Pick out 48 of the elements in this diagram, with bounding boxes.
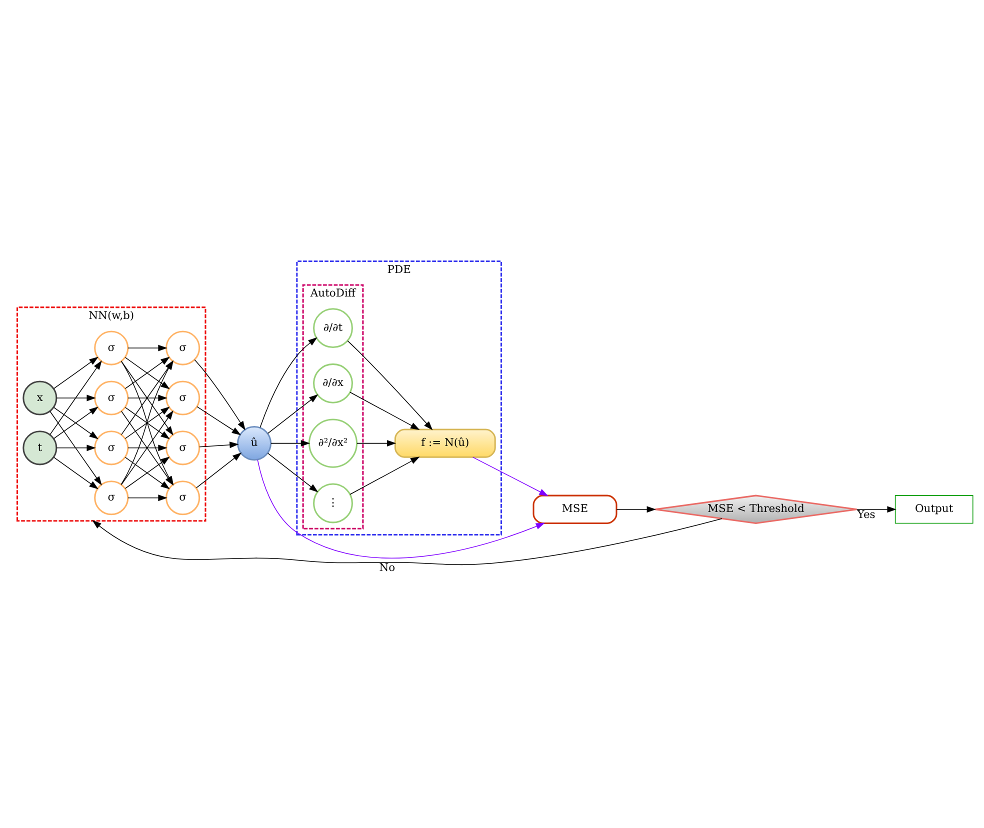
node-circle: ∂/∂t	[313, 308, 353, 348]
arrow	[350, 456, 420, 494]
node-box: f := N(û)	[394, 428, 496, 458]
arrow	[856, 506, 896, 512]
node-circle: ∂²/∂x²	[308, 418, 358, 468]
arrow	[196, 406, 242, 435]
arrow	[194, 358, 246, 430]
node-circle: σ	[166, 480, 200, 515]
arrow	[92, 518, 722, 565]
node-circle: σ	[94, 480, 129, 515]
node-circle: ⋮	[313, 482, 353, 523]
arrow	[56, 394, 96, 401]
node-box: Output	[894, 494, 974, 524]
arrow	[616, 506, 656, 512]
arrow	[128, 344, 168, 351]
node-circle: ∂/∂x	[313, 362, 353, 403]
node-circle: x	[22, 380, 58, 415]
node-circle: σ	[166, 330, 200, 365]
edge-label: Yes	[857, 507, 876, 520]
arrow	[53, 456, 98, 489]
node-diamond: MSE < Threshold	[654, 494, 858, 524]
arrow	[260, 336, 318, 428]
arrow	[270, 440, 310, 446]
arrow	[128, 494, 168, 501]
node-box: MSE	[532, 494, 618, 524]
arrow	[56, 444, 96, 451]
node-circle: σ	[166, 430, 200, 465]
node-circle: t	[22, 430, 58, 465]
arrow	[472, 456, 548, 496]
node-circle: σ	[94, 430, 129, 465]
node-circle: σ	[166, 380, 200, 415]
arrow	[53, 356, 98, 388]
arrow	[50, 360, 102, 435]
arrow	[199, 441, 239, 448]
arrow	[257, 458, 546, 558]
arrow	[196, 452, 242, 488]
arrow	[350, 391, 420, 430]
arrow	[128, 394, 168, 401]
arrow	[267, 452, 318, 492]
arrow	[356, 440, 396, 446]
arrow	[347, 340, 433, 430]
node-circle: û	[236, 426, 272, 460]
edge-label: No	[379, 560, 396, 574]
arrow	[267, 394, 318, 434]
node-circle: σ	[94, 330, 129, 365]
arrow	[128, 444, 168, 451]
node-circle: σ	[94, 380, 129, 415]
arrow	[50, 410, 102, 485]
